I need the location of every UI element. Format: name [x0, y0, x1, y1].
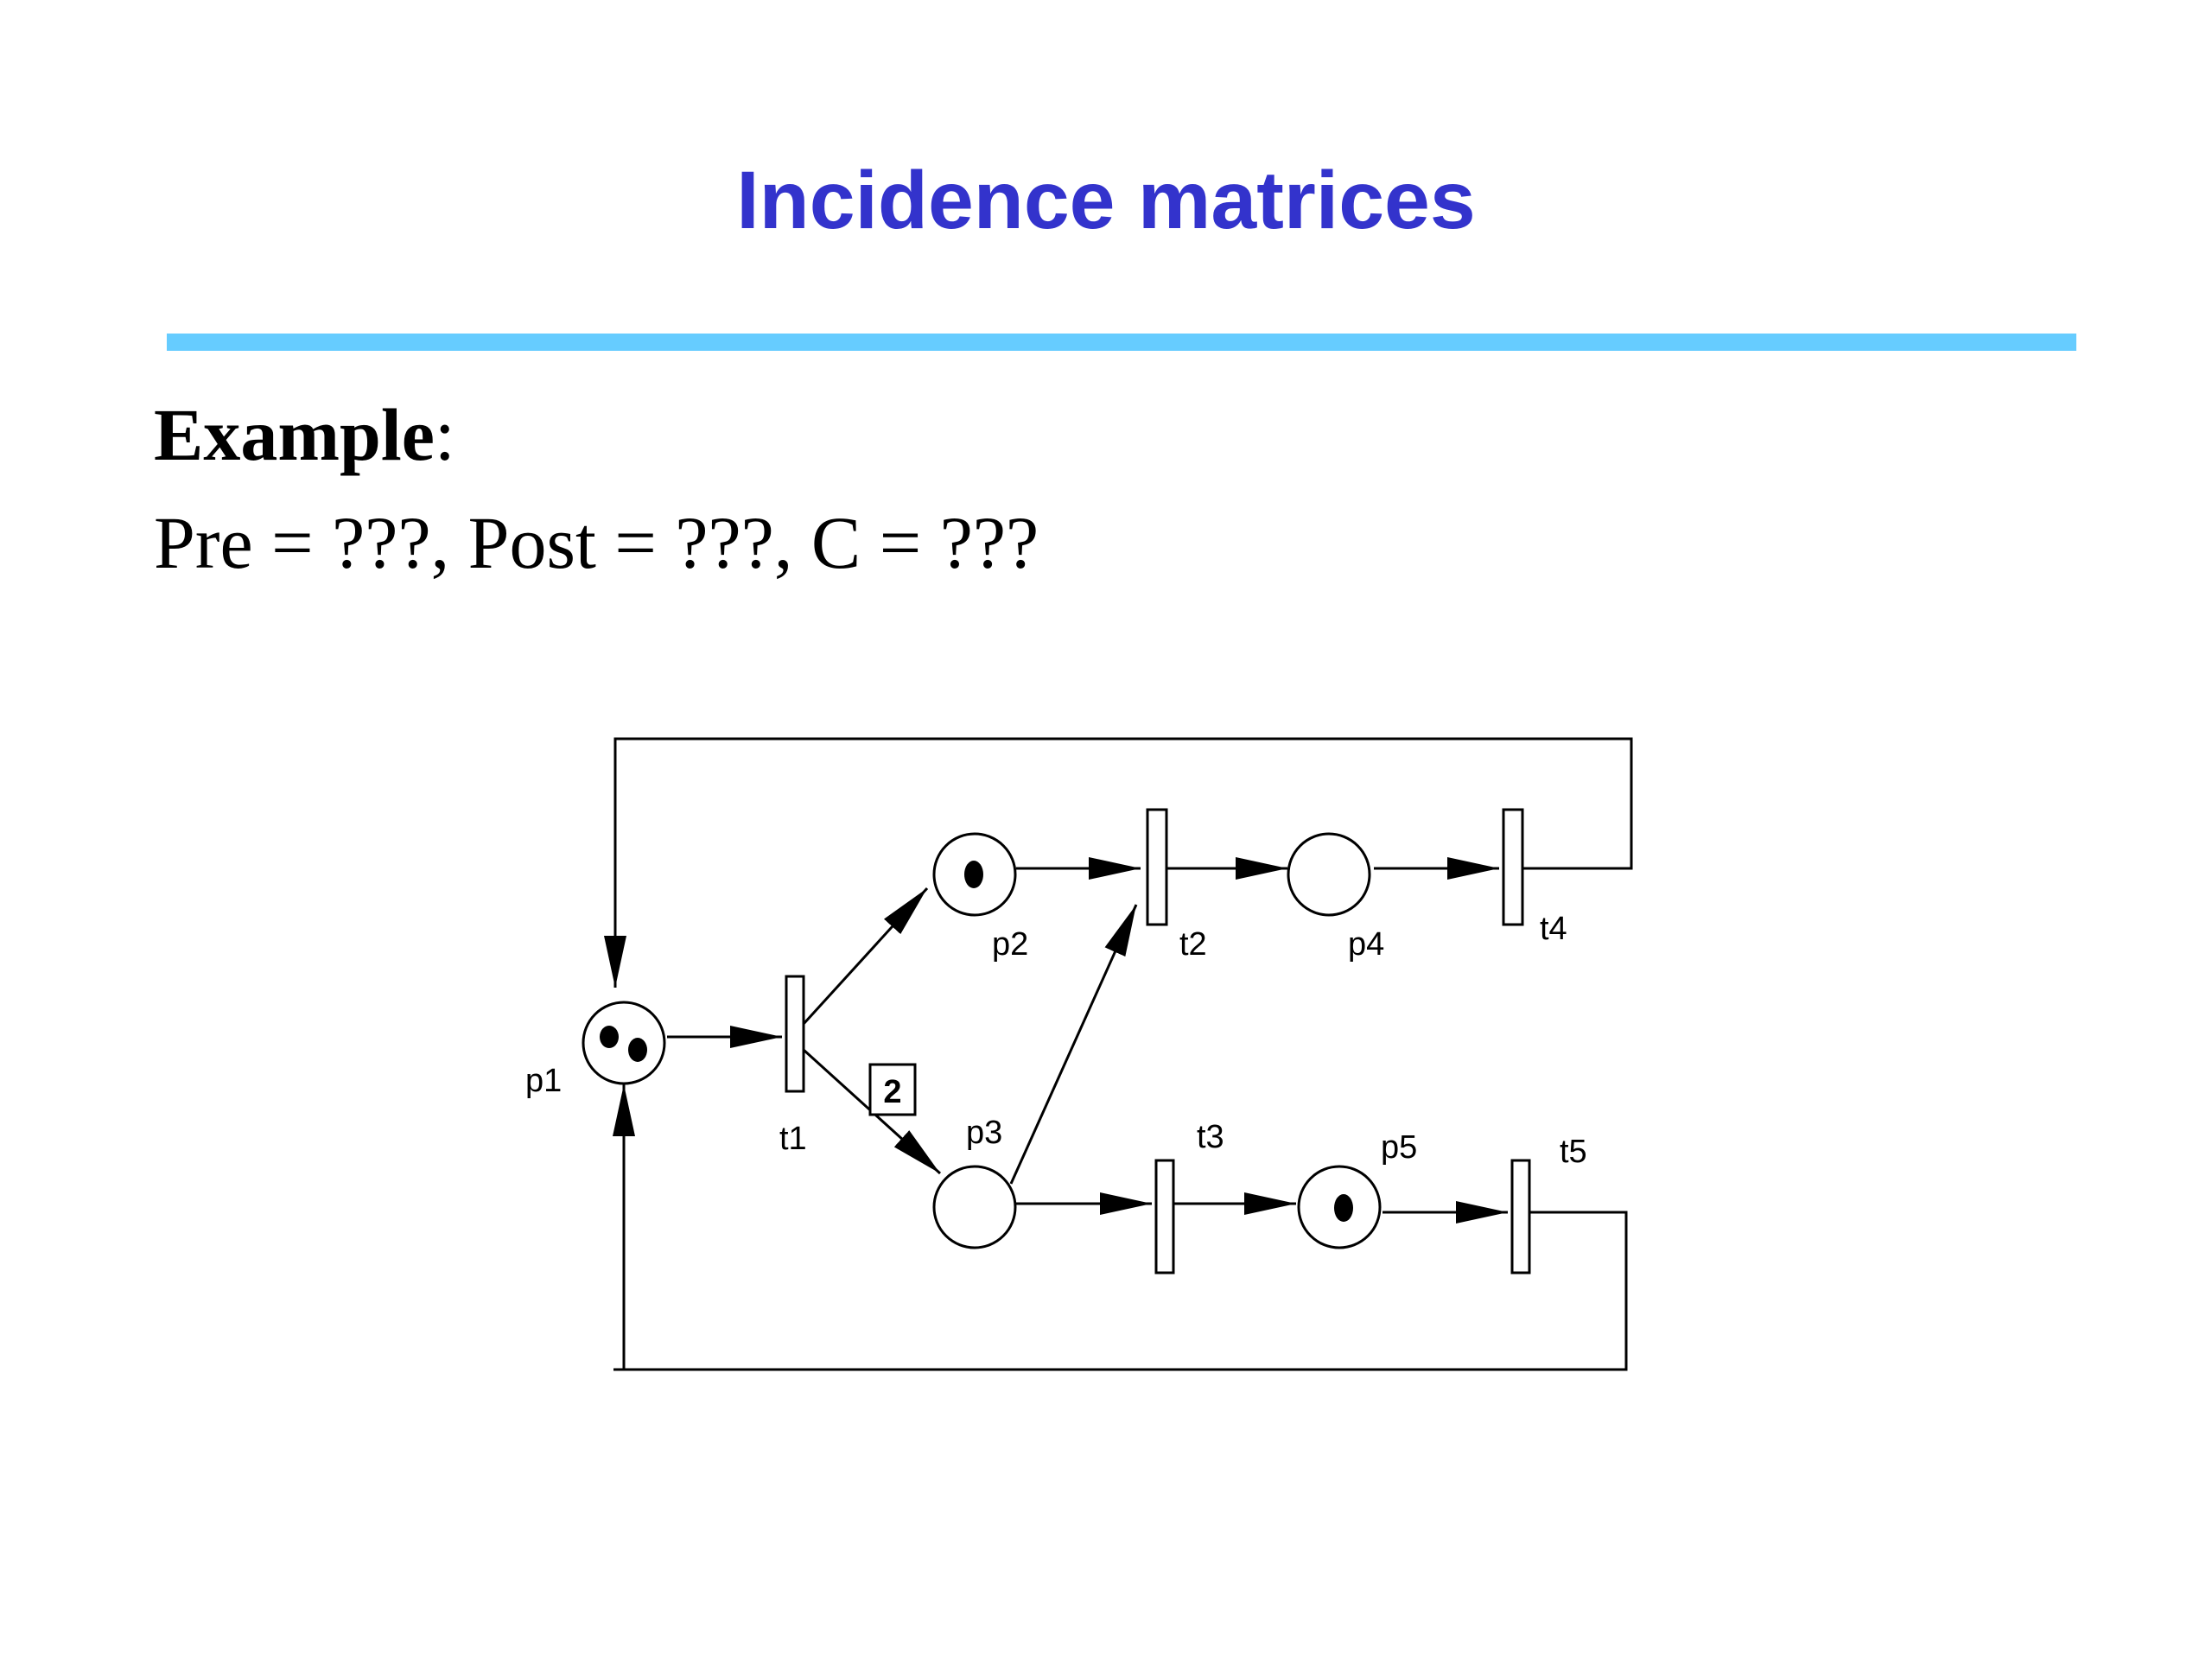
example-heading: Example: [154, 397, 455, 472]
label-t5: t5 [1560, 1134, 1587, 1170]
transition-t4 [1502, 808, 1524, 926]
label-p4: p4 [1348, 926, 1384, 963]
transition-t1 [785, 975, 805, 1093]
arc-t1-p2 [802, 887, 929, 1026]
label-t3: t3 [1197, 1119, 1224, 1155]
example-colon: : [434, 393, 455, 476]
arc-weight-label: 2 [883, 1074, 901, 1110]
arc-p3-t2 [1009, 904, 1138, 1185]
label-p2: p2 [992, 926, 1028, 963]
token-p5 [1334, 1194, 1353, 1222]
arc-t4-p1 [604, 737, 1633, 988]
example-label: Example [154, 393, 435, 476]
token-p1-b [628, 1038, 647, 1062]
arc-t5-p1 [613, 1084, 1628, 1371]
transition-t5 [1510, 1159, 1531, 1274]
token-p2 [964, 861, 983, 888]
slide-title: Incidence matrices [736, 155, 1476, 246]
label-p3: p3 [966, 1115, 1002, 1151]
label-t2: t2 [1179, 926, 1207, 963]
token-p1-a [600, 1026, 619, 1048]
label-t4: t4 [1540, 911, 1567, 947]
title-divider [167, 334, 2076, 351]
label-t1: t1 [779, 1121, 807, 1157]
transition-t3 [1154, 1159, 1175, 1274]
formula-text: Pre = ???, Post = ???, C = ??? [154, 501, 1039, 584]
label-p1: p1 [525, 1063, 562, 1099]
label-p5: p5 [1381, 1129, 1417, 1166]
place-p1 [582, 1001, 666, 1085]
place-p4 [1287, 832, 1371, 917]
place-p3 [932, 1165, 1017, 1249]
transition-t2 [1146, 808, 1168, 926]
arc-weight-box [868, 1063, 917, 1116]
